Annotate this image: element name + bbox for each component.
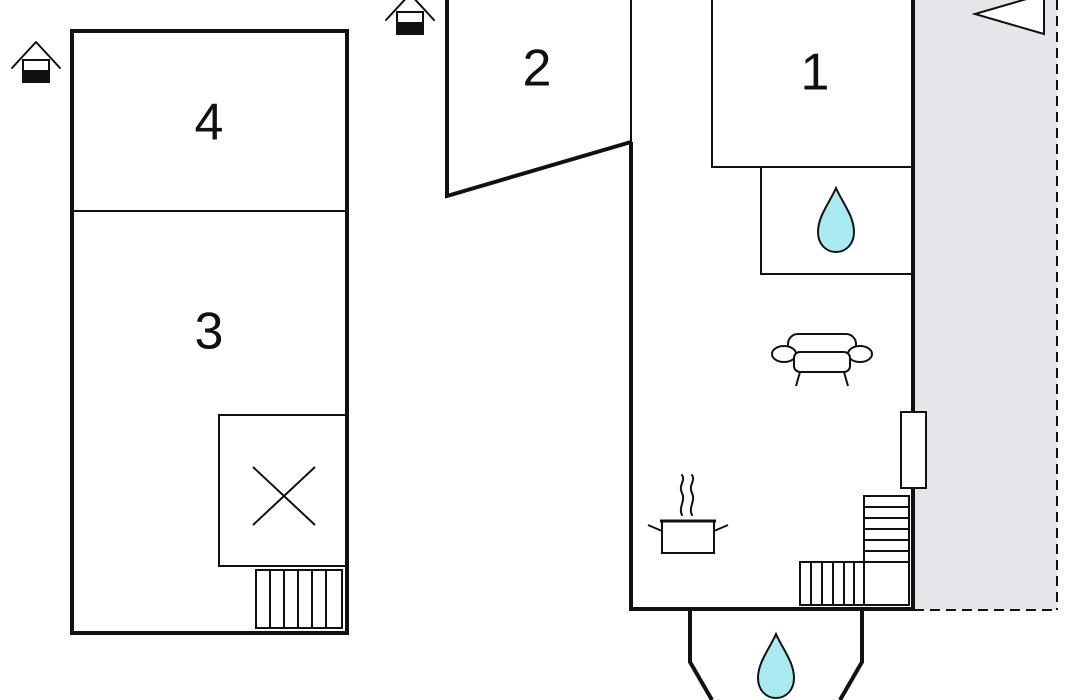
left-building: 4 3 [70,29,349,635]
sofa-icon [771,333,873,387]
room-label-1: 1 [801,44,830,102]
room-2: 2 [445,0,632,199]
house-entrance-icon [385,0,435,35]
north-arrow-icon [971,0,1045,36]
stairs-icon [799,495,910,606]
water-drop-icon [816,185,856,254]
terrace [914,0,1058,611]
room-label-2: 2 [523,40,552,98]
water-drop-icon [756,631,796,700]
stairs-icon [255,569,343,629]
room-label-4: 4 [195,94,224,152]
cooking-pot-icon [647,474,729,554]
house-entrance-icon [11,41,61,83]
right-building: 1 [629,0,927,700]
room-label-3: 3 [195,303,224,361]
cross-void-icon [218,414,348,567]
